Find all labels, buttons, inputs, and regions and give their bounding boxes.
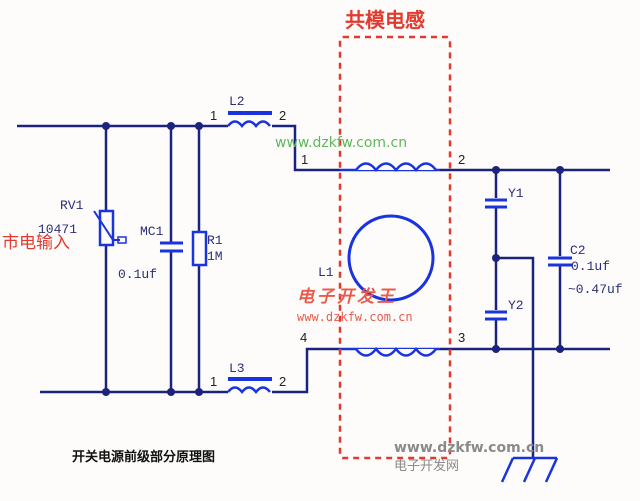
label-l1-pin3: 3 <box>458 330 465 345</box>
ground-icon <box>500 456 559 483</box>
label-l1-pin4: 4 <box>300 330 307 345</box>
label-mc1-value: 0.1uf <box>118 267 157 282</box>
common-mode-choke-l1[interactable] <box>340 162 440 357</box>
watermark-url-red: www.dzkfw.com.cn <box>297 310 413 324</box>
label-l1-pin1: 1 <box>301 152 308 167</box>
junction-dot <box>195 122 203 130</box>
label-l1: L1 <box>318 265 334 280</box>
label-y1: Y1 <box>508 186 524 201</box>
label-r1: R1 <box>207 233 223 248</box>
label-c2-value2: ~0.47uf <box>568 282 623 297</box>
junction-dot <box>556 345 564 353</box>
capacitor-y1[interactable] <box>484 198 508 209</box>
wire-ground <box>496 256 535 458</box>
inductor-l2[interactable] <box>227 111 272 130</box>
capacitor-c2[interactable] <box>547 256 573 267</box>
watermark-url-green: www.dzkfw.com.cn <box>275 135 407 151</box>
capacitor-mc1[interactable] <box>160 241 183 253</box>
label-mc1: MC1 <box>140 224 164 239</box>
watermark-url-gray: www.dzkfw.com.cn <box>394 440 544 456</box>
label-l3: L3 <box>229 361 245 376</box>
junction-dot <box>167 388 175 396</box>
label-y2: Y2 <box>508 298 524 313</box>
label-l3-pin1: 1 <box>210 374 217 389</box>
label-c2: C2 <box>570 243 586 258</box>
junction-dot <box>556 166 564 174</box>
wire-l2-to-l1 <box>272 124 340 172</box>
label-l2-pin2: 2 <box>279 108 286 123</box>
junction-dot <box>492 254 500 262</box>
inductor-l3[interactable] <box>227 377 272 396</box>
mains-input-label: 市电输入 <box>2 233 70 253</box>
junction-dot <box>102 388 110 396</box>
label-r1-value: 1M <box>207 249 223 264</box>
junction-dot <box>167 122 175 130</box>
diagram-caption: 开关电源前级部分原理图 <box>72 449 215 465</box>
label-l2-pin1: 1 <box>210 108 217 123</box>
junction-dot <box>492 166 500 174</box>
junction-dot <box>492 345 500 353</box>
common-mode-choke-highlight-box <box>338 35 452 460</box>
label-c2-value1: 0.1uf <box>571 259 610 274</box>
varistor-rv1[interactable] <box>93 209 127 247</box>
title-common-mode-inductor: 共模电感 <box>345 8 425 32</box>
watermark-brand-gray: 电子开发网 <box>394 458 459 474</box>
label-rv1: RV1 <box>60 198 84 213</box>
label-l2: L2 <box>229 94 245 109</box>
label-rv1-value: 10471 <box>38 222 77 237</box>
junctions <box>102 122 564 396</box>
capacitor-y2[interactable] <box>484 310 508 321</box>
label-l1-pin2: 2 <box>458 152 465 167</box>
wire-l3-to-l1 <box>272 347 340 394</box>
resistor-r1[interactable] <box>191 230 208 267</box>
watermark-brand-red: 电子开发王 <box>297 287 397 307</box>
label-l3-pin2: 2 <box>279 374 286 389</box>
junction-dot <box>102 122 110 130</box>
junction-dot <box>195 388 203 396</box>
